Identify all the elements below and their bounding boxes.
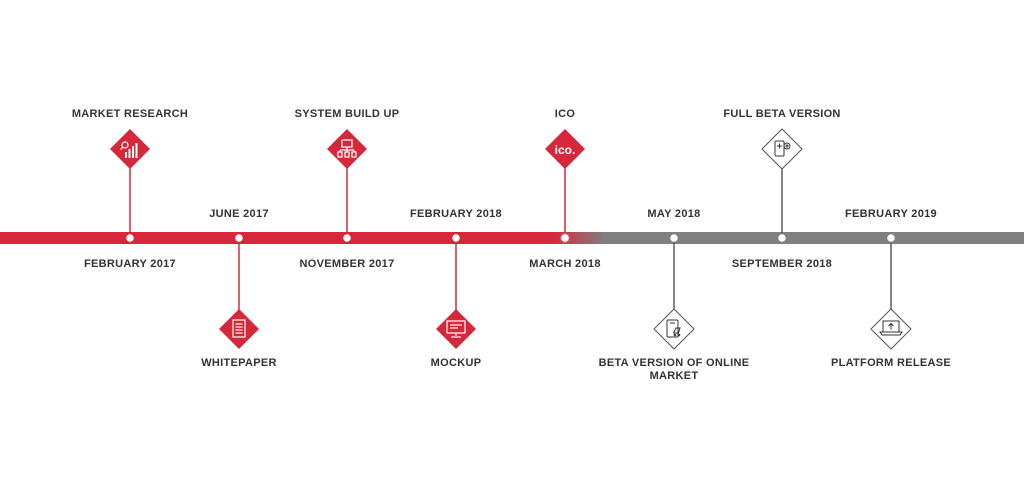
milestone-platform-release bbox=[870, 232, 912, 350]
milestone-date-february-2018: FEBRUARY 2018 bbox=[410, 208, 502, 220]
milestone-diamond bbox=[110, 129, 150, 169]
full-beta-version-icon bbox=[774, 140, 791, 157]
timeline-bar bbox=[0, 232, 1024, 244]
milestone-system-build-up bbox=[327, 129, 367, 244]
milestone-title-full-beta-version: FULL BETA VERSION bbox=[723, 108, 841, 120]
milestone-title-whitepaper: WHITEPAPER bbox=[201, 357, 277, 369]
ico-icon: ico. bbox=[555, 143, 576, 157]
milestone-date-february-2017: FEBRUARY 2017 bbox=[84, 258, 176, 270]
milestone-title-platform-release: PLATFORM RELEASE bbox=[830, 357, 952, 369]
mockup-icon bbox=[446, 320, 466, 338]
milestone-date-may-2018: MAY 2018 bbox=[647, 208, 701, 220]
milestone-date-march-2018: MARCH 2018 bbox=[529, 258, 601, 270]
milestone-title-market-research: MARKET RESEARCH bbox=[71, 108, 189, 120]
milestone-title-beta-online-market: BETA VERSION OF ONLINE MARKET bbox=[598, 357, 750, 382]
milestone-date-june-2017: JUNE 2017 bbox=[209, 208, 269, 220]
beta-online-market-icon bbox=[666, 319, 681, 338]
milestone-ico: ico. bbox=[545, 129, 585, 244]
milestone-diamond bbox=[436, 309, 476, 349]
milestone-dot bbox=[233, 232, 245, 244]
platform-release-icon bbox=[879, 320, 903, 336]
milestone-whitepaper bbox=[219, 232, 259, 349]
milestone-dot bbox=[450, 232, 462, 244]
milestone-diamond bbox=[327, 129, 367, 169]
milestone-title-system-build-up: SYSTEM BUILD UP bbox=[294, 108, 400, 120]
milestone-market-research bbox=[110, 129, 150, 244]
milestone-dot bbox=[885, 232, 897, 244]
milestone-beta-online-market bbox=[653, 232, 695, 350]
milestone-dot bbox=[776, 232, 788, 244]
market-research-icon bbox=[120, 141, 138, 158]
milestone-diamond bbox=[653, 308, 695, 350]
whitepaper-icon bbox=[232, 319, 246, 338]
milestone-diamond bbox=[761, 128, 803, 170]
milestone-mockup bbox=[436, 232, 476, 349]
milestone-dot bbox=[124, 232, 136, 244]
milestone-date-november-2017: NOVEMBER 2017 bbox=[299, 258, 395, 270]
system-build-up-icon bbox=[337, 139, 357, 158]
milestone-date-february-2019: FEBRUARY 2019 bbox=[845, 208, 937, 220]
milestone-title-ico: ICO bbox=[554, 108, 576, 120]
milestone-dot bbox=[668, 232, 680, 244]
milestone-dot bbox=[341, 232, 353, 244]
milestone-title-mockup: MOCKUP bbox=[430, 357, 482, 369]
milestone-diamond bbox=[219, 309, 259, 349]
milestone-full-beta-version bbox=[761, 128, 803, 244]
milestone-dot bbox=[559, 232, 571, 244]
milestone-date-september-2018: SEPTEMBER 2018 bbox=[731, 258, 833, 270]
milestone-diamond bbox=[870, 308, 912, 350]
milestone-diamond: ico. bbox=[545, 129, 585, 169]
